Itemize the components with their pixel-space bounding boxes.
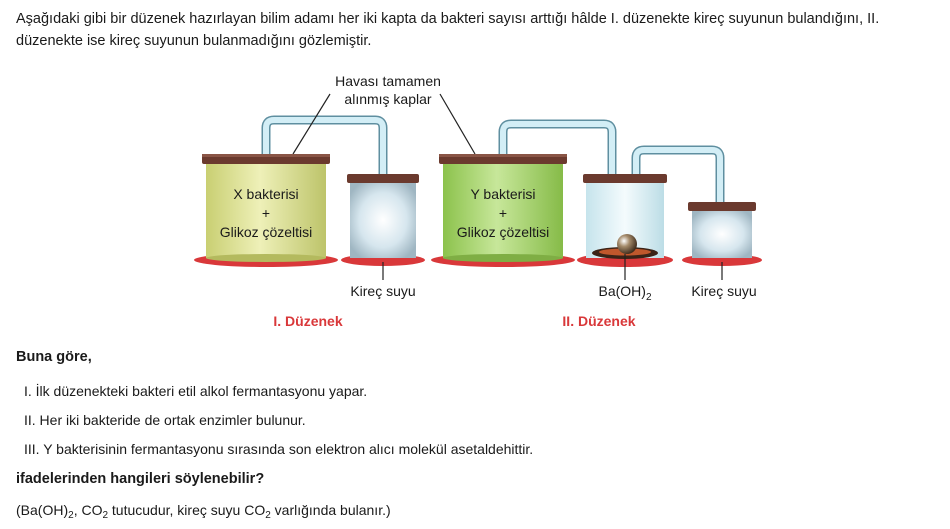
jar-x-label-line1: X bakterisi [233, 186, 298, 202]
jar-y-label-line3: Glikoz çözeltisi [457, 224, 550, 240]
callout-line1: Havası tamamen [335, 73, 441, 89]
question: ifadelerinden hangileri söylenebilir? [16, 471, 265, 487]
limewater-jar-2 [682, 202, 762, 266]
limewater-label-2: Kireç suyu [691, 283, 756, 299]
jar-y: Y bakterisi + Glikoz çözeltisi [431, 154, 575, 267]
limewater-jar-1 [341, 174, 425, 266]
tube-setup2 [498, 119, 725, 211]
baoh-pellet [617, 234, 637, 254]
tube-setup1 [261, 115, 388, 183]
limewater-label-1: Kireç suyu [350, 283, 415, 299]
setup1-label: I. Düzenek [273, 313, 342, 329]
callout-pointer-2 [439, 93, 476, 155]
footnote: (Ba(OH)2, CO2 tutucudur, kireç suyu CO2 … [16, 502, 391, 521]
statement-2: II. Her iki bakteride de ortak enzimler … [24, 412, 306, 428]
jar-x-label-line3: Glikoz çözeltisi [220, 224, 313, 240]
statement-3: III. Y bakterisinin fermantasyonu sırası… [24, 441, 534, 457]
callout-pointer-1 [292, 93, 331, 155]
callout: Havası tamamen alınmış kaplar [292, 73, 476, 155]
baoh-label: Ba(OH)2 [598, 283, 651, 303]
jar-y-label-line2: + [499, 205, 507, 221]
statement-1: I. İlk düzenekteki bakteri etil alkol fe… [24, 383, 368, 399]
jar-x: X bakterisi + Glikoz çözeltisi [194, 154, 338, 267]
jar-x-label-line2: + [262, 205, 270, 221]
experiment-diagram: Havası tamamen alınmış kaplar X bakteris… [194, 73, 762, 329]
setup2-label: II. Düzenek [562, 313, 635, 329]
baoh-jar [577, 174, 673, 267]
heading: Buna göre, [16, 349, 92, 365]
callout-line2: alınmış kaplar [344, 91, 431, 107]
jar-y-label-line1: Y bakterisi [470, 186, 535, 202]
intro-text: Aşağıdaki gibi bir düzenek hazırlayan bi… [16, 11, 880, 49]
